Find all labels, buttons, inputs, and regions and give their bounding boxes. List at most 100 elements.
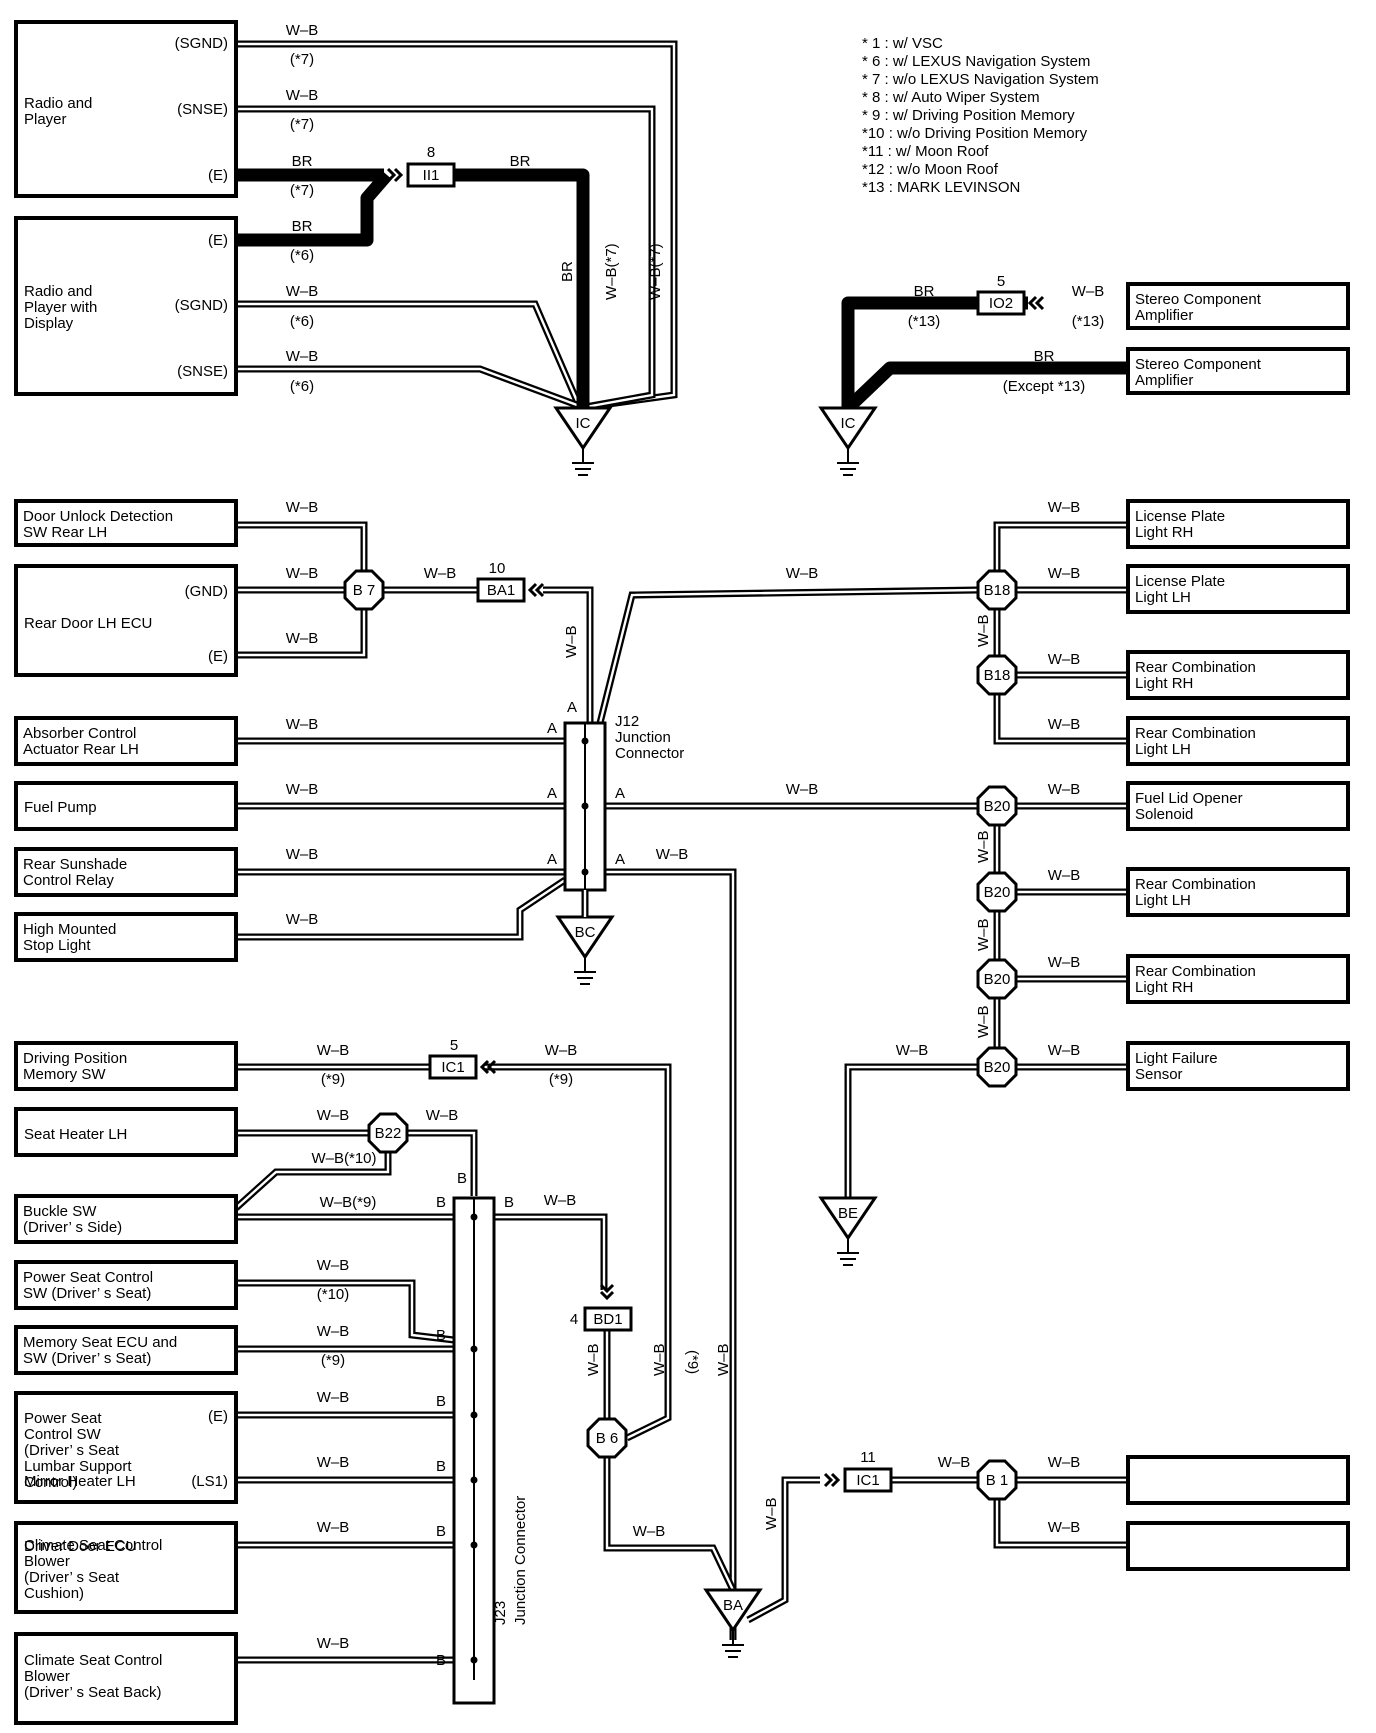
- pin-label: B: [436, 1393, 446, 1410]
- rear-sunshade-frame: [14, 847, 238, 897]
- wire-color-label: W–B: [1048, 781, 1081, 798]
- junction-j12-label: Connector: [615, 745, 684, 762]
- license-rh-label: Light RH: [1135, 524, 1193, 541]
- splice-b7: B 7: [343, 569, 385, 611]
- pin-label: A: [547, 785, 557, 802]
- br-wire-ii1-ic: [446, 168, 590, 408]
- connector-bd1-body: [583, 1306, 633, 1332]
- absorber-label: Actuator Rear LH: [23, 741, 139, 758]
- splice-b6-shape: [586, 1417, 628, 1459]
- lumbar-frame: [14, 1391, 238, 1504]
- license-rh-label: License Plate: [1135, 508, 1225, 525]
- pin-label: (SGND): [175, 35, 228, 52]
- splice-b18b-label: B18: [984, 667, 1011, 684]
- light-failure-frame: [1126, 1041, 1350, 1091]
- rear-comb-lh-2-label: Light LH: [1135, 892, 1191, 909]
- memory-seat-label: Memory Seat ECU and: [23, 1334, 177, 1351]
- pin-label: B: [436, 1652, 446, 1669]
- junction-dot: [470, 1213, 478, 1221]
- lumbar-label: Power Seat: [24, 1410, 102, 1427]
- light-failure-label: Light Failure: [1135, 1050, 1218, 1067]
- wire-color-label: W–B: [424, 565, 457, 582]
- rear-comb-rh-2-label: Light RH: [1135, 979, 1193, 996]
- note-line: * 6 : w/ LEXUS Navigation System: [862, 53, 1090, 70]
- light-failure-label: Sensor: [1135, 1066, 1183, 1083]
- connector-ic1b-id: IC1: [856, 1472, 879, 1489]
- rear-sunshade-label: Control Relay: [23, 872, 114, 889]
- seat-heater: Seat Heater LH: [14, 1107, 238, 1157]
- wire-color-label: W–B(*9): [320, 1194, 377, 1211]
- wire-color-label: W–B: [1048, 499, 1081, 516]
- high-mounted-frame: [14, 912, 238, 962]
- rear-comb-lh-1-label: Light LH: [1135, 741, 1191, 758]
- wire-color-label: W–B: [1048, 651, 1081, 668]
- pin-label: (E): [208, 648, 228, 665]
- pin-label: B: [504, 1194, 514, 1211]
- splice-b20d: B20: [976, 1046, 1018, 1088]
- connector-chevron: [386, 167, 397, 183]
- ground-be-label: BE: [838, 1205, 858, 1222]
- condition-label: (*13): [1072, 313, 1105, 330]
- wire-ba1-j12: [543, 586, 594, 723]
- wire-core: [236, 367, 586, 410]
- note-line: *12 : w/o Moon Roof: [862, 161, 999, 178]
- bd1-chevron: [599, 1283, 615, 1301]
- ground-ic-right-label: IC: [841, 415, 856, 432]
- condition-label: (*7): [290, 51, 314, 68]
- splice-b18b-shape: [976, 654, 1018, 696]
- wire-core: [543, 588, 592, 723]
- wire-j12-ba: [605, 868, 737, 1640]
- wire-core: [236, 523, 366, 588]
- wire-color-label: W–B: [786, 781, 819, 798]
- ic1a-chevron: [479, 1059, 497, 1075]
- climate-back-frame: [14, 1632, 238, 1725]
- connector-chevron: [830, 1472, 841, 1488]
- connector-chevron: [534, 582, 545, 598]
- pin-label: A: [567, 699, 577, 716]
- driver-door-ecu: Driver Door ECU: [24, 1521, 1350, 1571]
- wire-display-sgnd: [236, 300, 584, 410]
- wire-core: [236, 608, 366, 657]
- note-line: *10 : w/o Driving Position Memory: [862, 125, 1088, 142]
- wire-ic1b-ba: [746, 1476, 820, 1624]
- climate-cushion-label: (Driver’ s Seat: [24, 1569, 120, 1586]
- wire-color-label: W–B: [286, 716, 319, 733]
- wire-color-label: W–B: [1048, 954, 1081, 971]
- wire-core: [605, 870, 735, 1640]
- wire-color-label: BR: [292, 218, 313, 235]
- connector-io2-body: [976, 290, 1026, 316]
- rear-comb-lh-2-frame: [1126, 867, 1350, 917]
- junction-dot: [470, 1476, 478, 1484]
- wire-outline: [236, 877, 567, 941]
- junction-dot: [581, 802, 589, 810]
- rear-comb-lh-2-label: Rear Combination: [1135, 876, 1256, 893]
- fuel-lid-frame: [1126, 781, 1350, 831]
- splice-b20a-label: B20: [984, 798, 1011, 815]
- pin-label: B: [457, 1170, 467, 1187]
- wire-color-label: W–B: [715, 1343, 732, 1376]
- climate-back-label: (Driver’ s Seat Back): [24, 1684, 162, 1701]
- wire-core: [747, 1478, 820, 1622]
- climate-cushion-label: Climate Seat Control: [24, 1537, 162, 1554]
- pin-label: B: [436, 1458, 446, 1475]
- wire-core: [598, 588, 979, 724]
- condition-label: (*10): [317, 1286, 350, 1303]
- wire-color-label: BR: [914, 283, 935, 300]
- ground-be: BE: [818, 1196, 878, 1266]
- condition-label: (*6): [290, 247, 314, 264]
- connector-ba1-id: BA1: [487, 582, 515, 599]
- wire-color-label: W–B: [286, 499, 319, 516]
- rear-comb-rh-1-label: Rear Combination: [1135, 659, 1256, 676]
- climate-cushion-label: Cushion): [24, 1585, 84, 1602]
- ground-ic-right: IC: [818, 406, 878, 476]
